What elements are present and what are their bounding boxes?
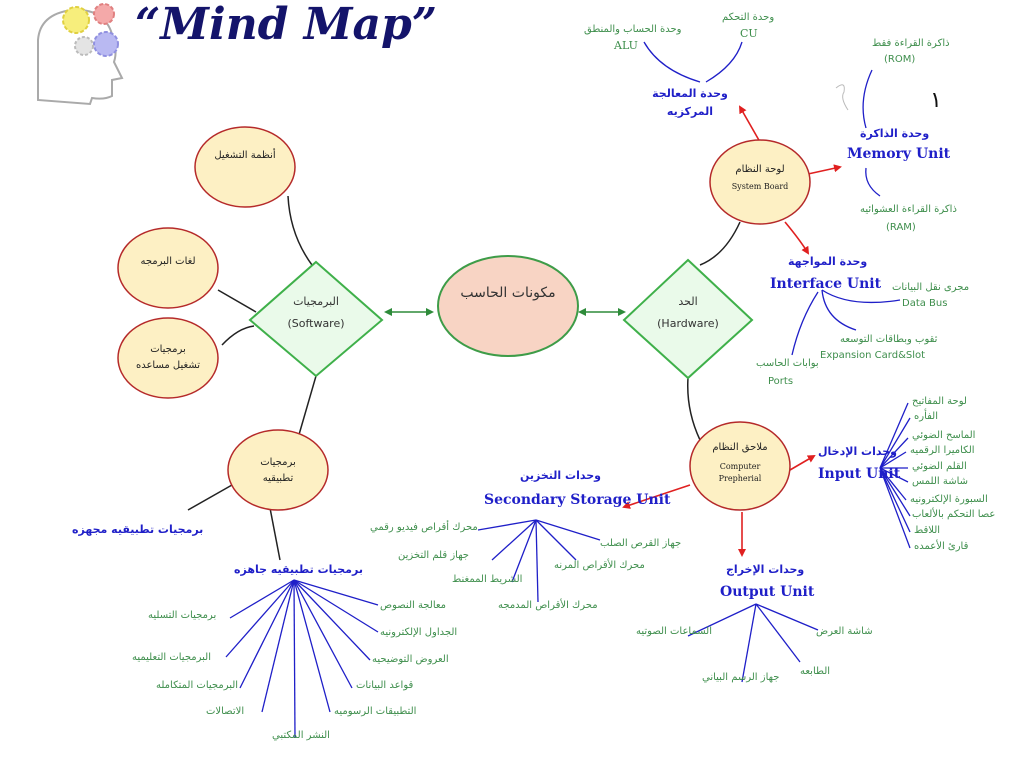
app-item: العروض التوضيحيه	[372, 654, 449, 665]
peripherals-label-en-2: Prepherial	[718, 474, 762, 483]
peripherals-label-ar: ملاحق النظام	[712, 442, 768, 453]
alu-label-ar: وحدة الحساب والمنطق	[584, 24, 682, 35]
output-label-ar: وحدات الإخراج	[726, 563, 805, 576]
head-gears-logo-icon	[37, 3, 124, 106]
output-item: جهاز الرسم البياني	[702, 672, 780, 683]
input-item: لوحة المفاتيح	[912, 396, 967, 407]
output-item: السماعات الصوتيه	[636, 626, 713, 637]
input-item: قارئ الأعمده	[914, 541, 969, 552]
packaged-apps-label: برمجيات تطبيقيه جاهزه	[234, 563, 363, 576]
memory-label-en: Memory Unit	[847, 146, 951, 162]
ports-label-en: Ports	[768, 376, 794, 387]
cpu-label-2: المركزيه	[666, 105, 714, 118]
alu-label-en: ALU	[614, 39, 638, 52]
storage-label-en: Secondary Storage Unit	[484, 492, 671, 508]
input-item: شاشة اللمس	[912, 476, 969, 487]
app-item: النشر المكتبي	[272, 730, 330, 741]
app-item: التطبيقات الرسوميه	[334, 706, 417, 717]
data-bus-label-en: Data Bus	[902, 298, 948, 309]
slot-label-en: Expansion Card&Slot	[820, 350, 926, 361]
apps-label-1: برمجيات	[260, 457, 296, 468]
central-node	[437, 255, 579, 357]
hardware-label-ar: الحد	[678, 295, 698, 308]
data-bus-label-ar: مجرى نقل البيانات	[892, 282, 970, 293]
input-item: اللاقط	[914, 525, 941, 536]
cpu-label-1: وحدة المعالجة	[652, 87, 728, 100]
system-board-label-en: System Board	[731, 182, 789, 191]
os-node	[194, 126, 296, 208]
storage-item: الشريط الممغنط	[452, 574, 523, 585]
input-label-ar: وحدات الإدخال	[818, 445, 897, 458]
output-label-en: Output Unit	[720, 584, 815, 600]
ports-label-ar: بوابات الحاسب	[756, 358, 819, 369]
input-item: الماسح الضوئي	[912, 430, 976, 441]
software-label-ar: البرمجيات	[293, 295, 339, 308]
apps-label-2: تطبيقيه	[262, 473, 294, 484]
input-item: الكاميرا الرقميه	[910, 445, 975, 456]
input-item: السبورة الإلكترونيه	[910, 494, 988, 505]
interface-label-ar: وحدة المواجهة	[788, 255, 868, 268]
rom-label-en: (ROM)	[884, 54, 916, 65]
system-board-label-ar: لوحة النظام	[735, 164, 785, 175]
cu-label-en: CU	[740, 27, 758, 40]
input-item: الفأره	[914, 411, 938, 422]
rom-label-ar: ذاكرة القراءة فقط	[872, 38, 950, 49]
central-label: مكونات الحاسب	[460, 285, 556, 301]
storage-item: محرك الأقراص المدمجه	[498, 600, 598, 611]
app-item: الاتصالات	[206, 706, 245, 717]
storage-item: محرك الأقراص المرنه	[554, 560, 645, 571]
utilities-label-2: تشغيل مساعده	[135, 360, 201, 371]
ram-label-ar: ذاكرة القراءة العشوائيه	[860, 204, 957, 215]
langs-label: لغات البرمجه	[140, 256, 196, 267]
app-item: معالجة النصوص	[380, 600, 447, 611]
app-item: الجداول الإلكترونيه	[380, 627, 458, 638]
storage-item: جهاز قلم التخزين	[398, 550, 469, 561]
cu-label-ar: وحدة التحكم	[722, 12, 775, 23]
hardware-label-en: (Hardware)	[657, 317, 719, 330]
storage-item: محرك أقراص فيديو رقمي	[370, 522, 478, 533]
page-number: ١	[930, 88, 942, 113]
app-item: قواعد البيانات	[356, 680, 414, 691]
slot-label-ar: ثقوب وبطاقات التوسعه	[840, 334, 938, 345]
custom-apps-label: برمجيات تطبيقيه مجهزه	[72, 523, 204, 536]
input-item: عصا التحكم بالألعاب	[912, 509, 996, 520]
utilities-label-1: برمجيات	[150, 344, 186, 355]
app-item: البرمجيات التعليميه	[132, 652, 211, 663]
app-item: البرمجيات المتكامله	[156, 680, 239, 691]
output-item: الطابعه	[800, 666, 831, 677]
os-label: أنظمة التشغيل	[214, 150, 276, 161]
interface-label-en: Interface Unit	[770, 276, 882, 292]
langs-node	[117, 227, 219, 309]
utilities-node	[117, 317, 219, 399]
software-diamond	[248, 260, 384, 378]
storage-label-ar: وحدات التخزين	[520, 469, 601, 482]
peripherals-node	[689, 421, 791, 511]
app-item: برمجيات التسليه	[148, 610, 217, 621]
storage-item: جهاز القرص الصلب	[600, 538, 682, 549]
page-title: “Mind Map”	[135, 0, 438, 50]
software-label-en: (Software)	[287, 317, 345, 330]
system-board-node	[709, 139, 811, 225]
apps-node	[227, 429, 329, 511]
ram-label-en: (RAM)	[886, 222, 916, 233]
output-item: شاشة العرض	[816, 626, 873, 637]
hardware-diamond	[622, 258, 754, 380]
memory-label-ar: وحدة الذاكرة	[860, 127, 930, 140]
input-item: القلم الضوئي	[912, 461, 967, 472]
peripherals-label-en-1: Computer	[719, 462, 761, 471]
input-label-en: Input Unit	[818, 466, 901, 482]
